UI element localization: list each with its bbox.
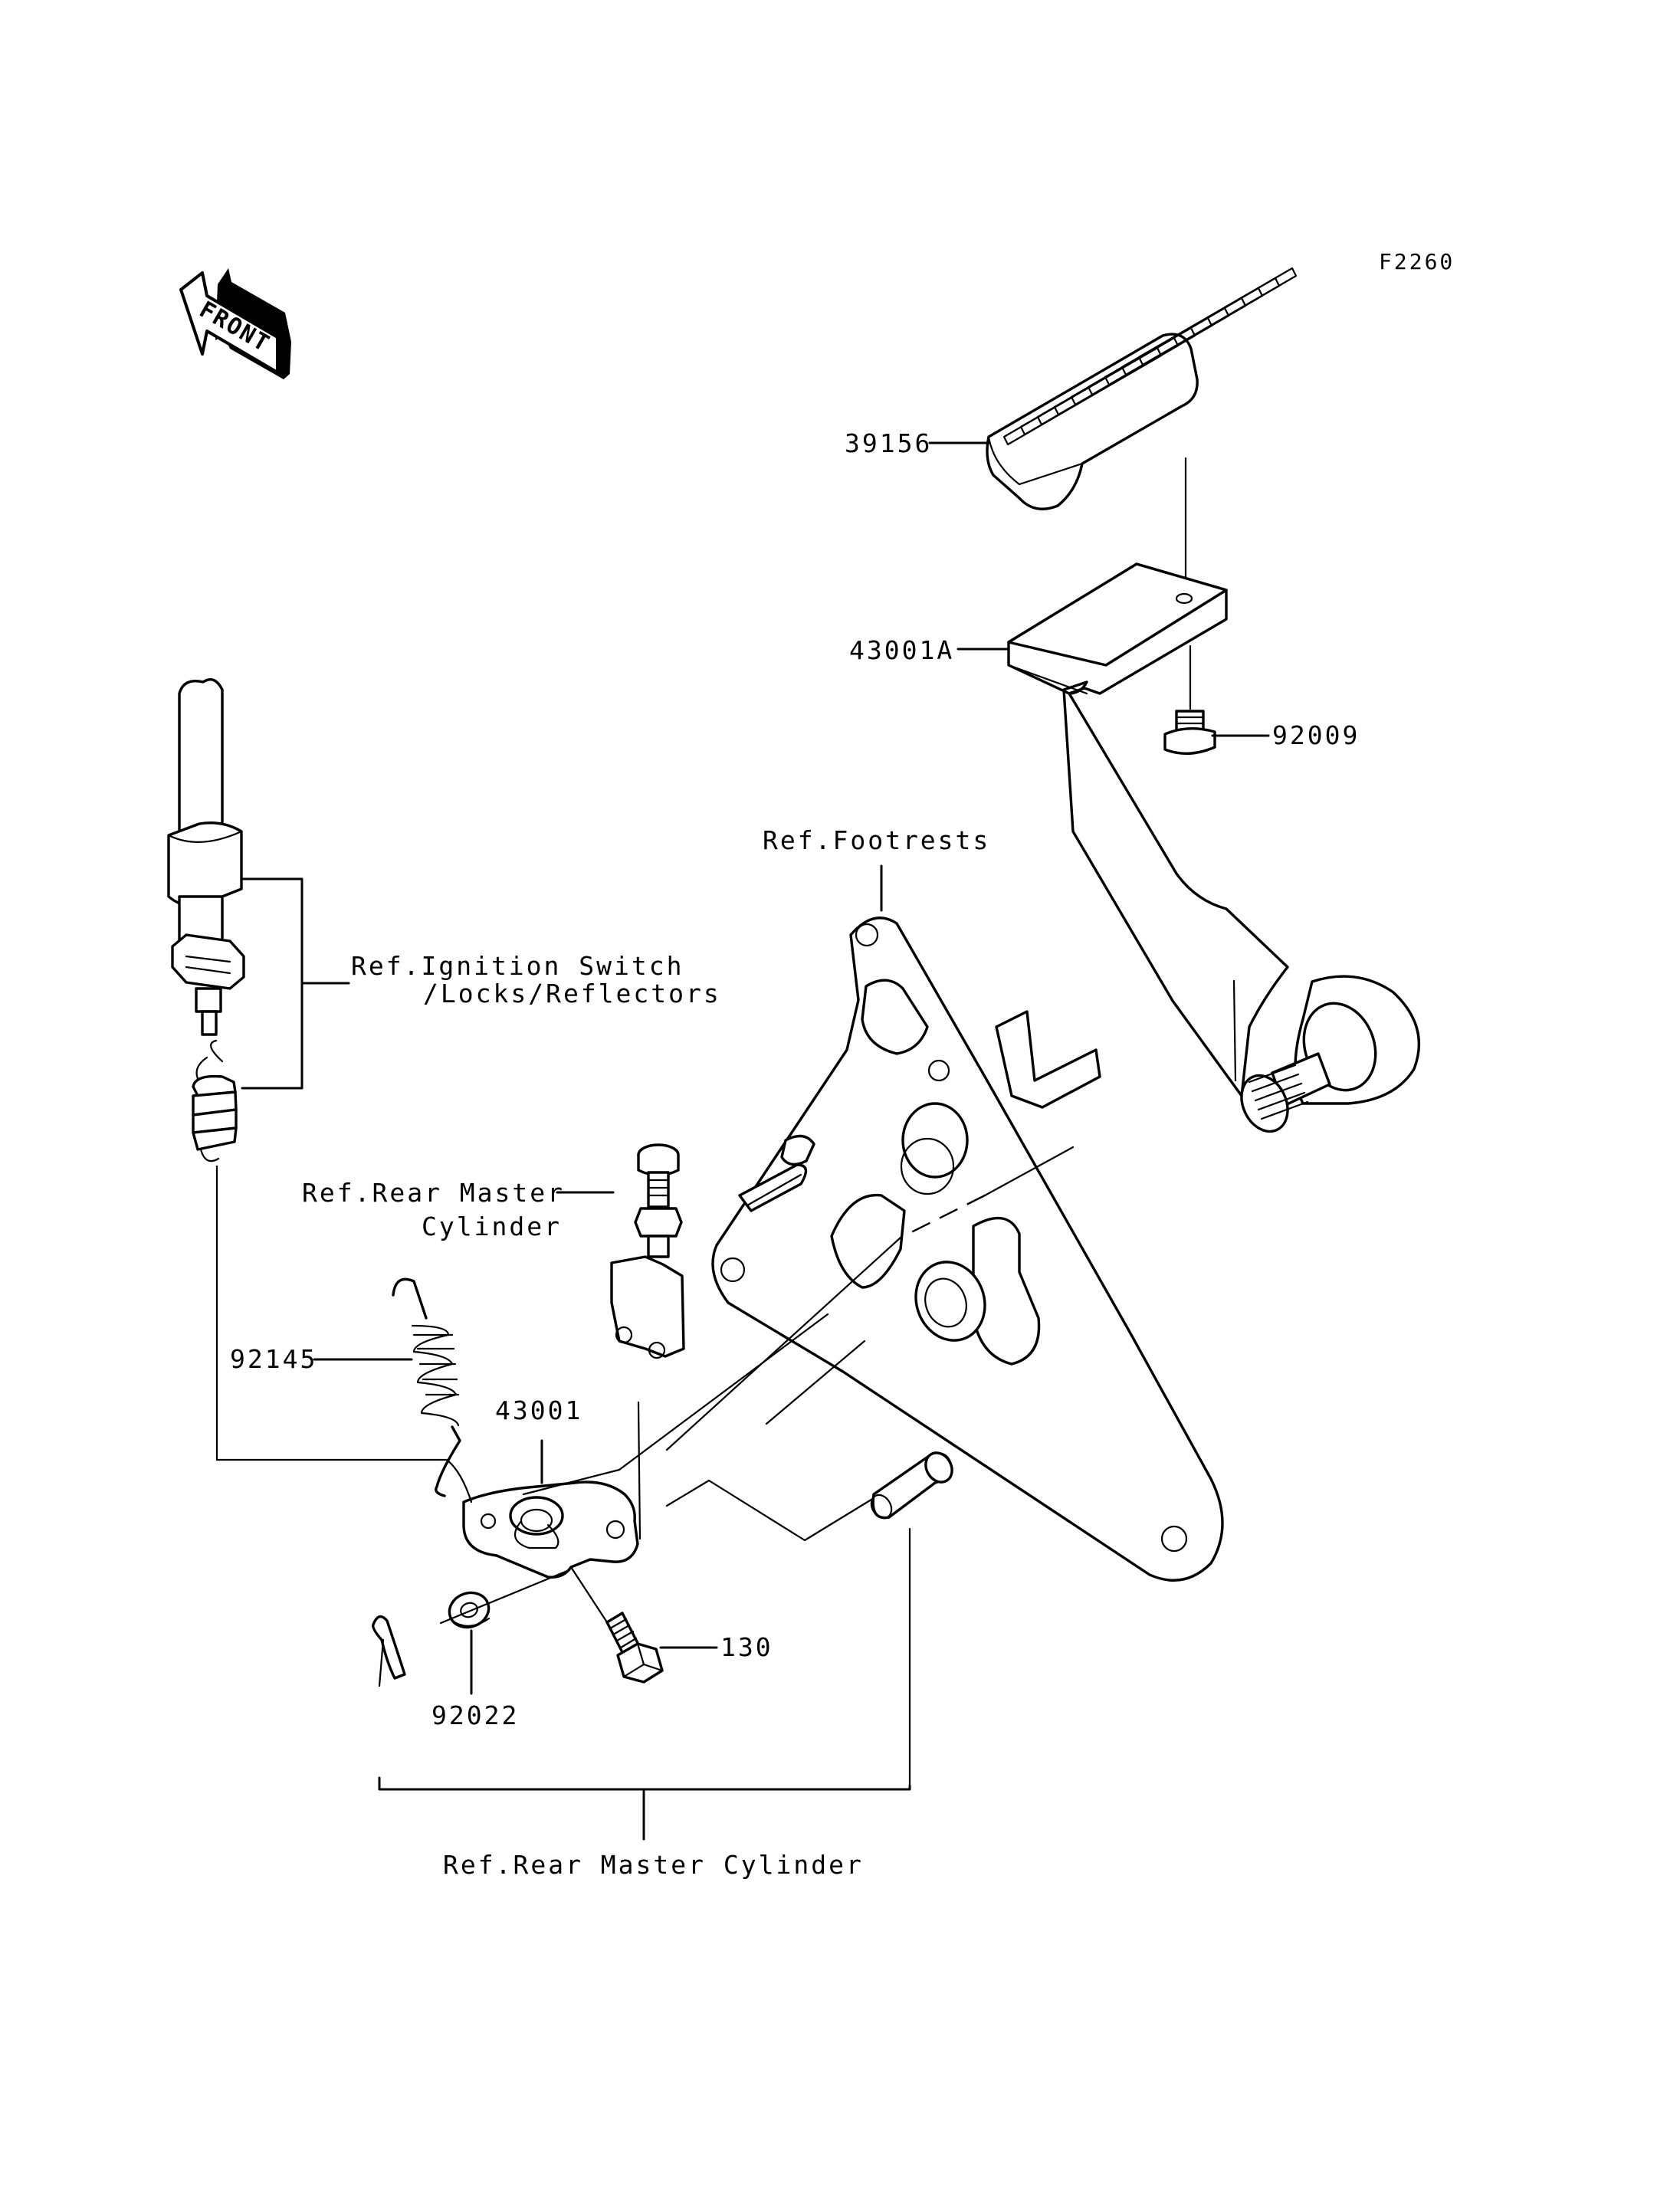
brake-switch-part [167, 678, 245, 1162]
washer-part [448, 1591, 491, 1629]
return-spring-part [392, 1277, 461, 1497]
callout-ref-rear-master-line2: Cylinder [422, 1212, 562, 1241]
callout-92009: 92009 [1272, 720, 1360, 750]
clevis-pin-part [870, 1451, 953, 1520]
callout-43001a: 43001A [849, 635, 954, 665]
callout-ref-ignition-line1: Ref.Ignition Switch [351, 951, 684, 981]
callout-39156: 39156 [845, 428, 932, 458]
callout-92022: 92022 [431, 1700, 519, 1730]
footrest-bracket-part [711, 917, 1224, 1582]
callout-ref-footrests: Ref.Footrests [763, 825, 990, 855]
pedal-rubber-part [986, 267, 1298, 510]
pedal-lever-part [1007, 562, 1421, 1133]
cotter-pin-part [372, 1615, 406, 1687]
master-cylinder-rod-part [610, 1143, 685, 1359]
callout-92145: 92145 [230, 1344, 317, 1374]
front-arrow-icon: FRONT [179, 268, 291, 379]
brake-arm-part [462, 1481, 639, 1579]
callout-43001: 43001 [495, 1395, 582, 1425]
center-lines [215, 1146, 1075, 1841]
callout-130: 130 [720, 1632, 773, 1662]
figure-code: F2260 [1379, 249, 1455, 274]
bolt-130-part [569, 1566, 664, 1684]
pedal-bolt-part [1163, 644, 1216, 756]
callout-ref-rear-master-line1: Ref.Rear Master [302, 1178, 565, 1208]
callout-ref-rear-master-cylinder: Ref.Rear Master Cylinder [443, 1850, 864, 1880]
callout-ref-ignition-line2: /Locks/Reflectors [423, 979, 721, 1008]
